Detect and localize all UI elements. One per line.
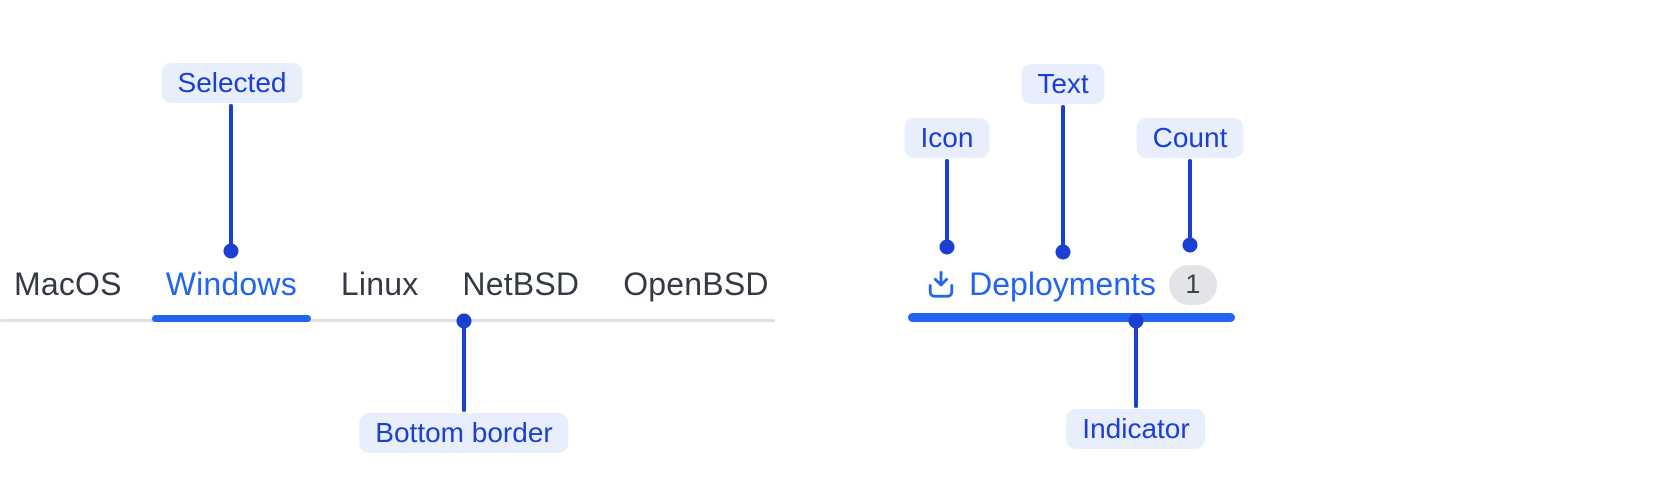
callout-count: Count [1136, 118, 1244, 158]
tab-bar: MacOS Windows Linux NetBSD OpenBSD [0, 250, 775, 322]
annotation-line-icon [945, 159, 949, 241]
annotation-line-indicator [1134, 326, 1138, 408]
tab-deployments[interactable]: Deployments 1 [908, 250, 1235, 322]
callout-selected: Selected [161, 63, 303, 103]
tab-count-badge: 1 [1168, 264, 1217, 305]
tab-netbsd[interactable]: NetBSD [448, 250, 593, 319]
annotation-line-count [1188, 159, 1192, 239]
annotation-line-bottom-border [462, 326, 466, 412]
callout-icon: Icon [904, 118, 990, 158]
tab-linux[interactable]: Linux [327, 250, 433, 319]
annotation-dot-indicator [1128, 313, 1144, 329]
tab-label: MacOS [14, 266, 122, 302]
annotation-dot-selected [223, 243, 239, 259]
download-icon [926, 269, 956, 301]
tab-label: Deployments [969, 266, 1156, 302]
tab-bar-bottom-border [0, 319, 775, 322]
annotation-dot-icon [939, 239, 955, 255]
tab-label: NetBSD [462, 266, 580, 302]
tab-windows-selected[interactable]: Windows [151, 250, 311, 322]
selected-tab-underline [151, 315, 311, 322]
annotation-dot-text [1055, 244, 1071, 260]
annotation-dot-count [1182, 237, 1198, 253]
tab-label: Linux [340, 266, 419, 302]
tab-label: Windows [165, 266, 297, 302]
annotation-line-selected [229, 104, 233, 246]
callout-bottom-border: Bottom border [359, 413, 569, 453]
selected-tab-indicator [908, 313, 1235, 322]
callout-indicator: Indicator [1066, 409, 1206, 449]
tab-openbsd[interactable]: OpenBSD [609, 250, 782, 319]
tab-macos[interactable]: MacOS [0, 250, 136, 319]
tab-label: OpenBSD [623, 266, 769, 302]
annotation-dot-bottom-border [456, 313, 472, 329]
callout-text: Text [1021, 64, 1105, 104]
annotation-line-text [1061, 105, 1065, 246]
